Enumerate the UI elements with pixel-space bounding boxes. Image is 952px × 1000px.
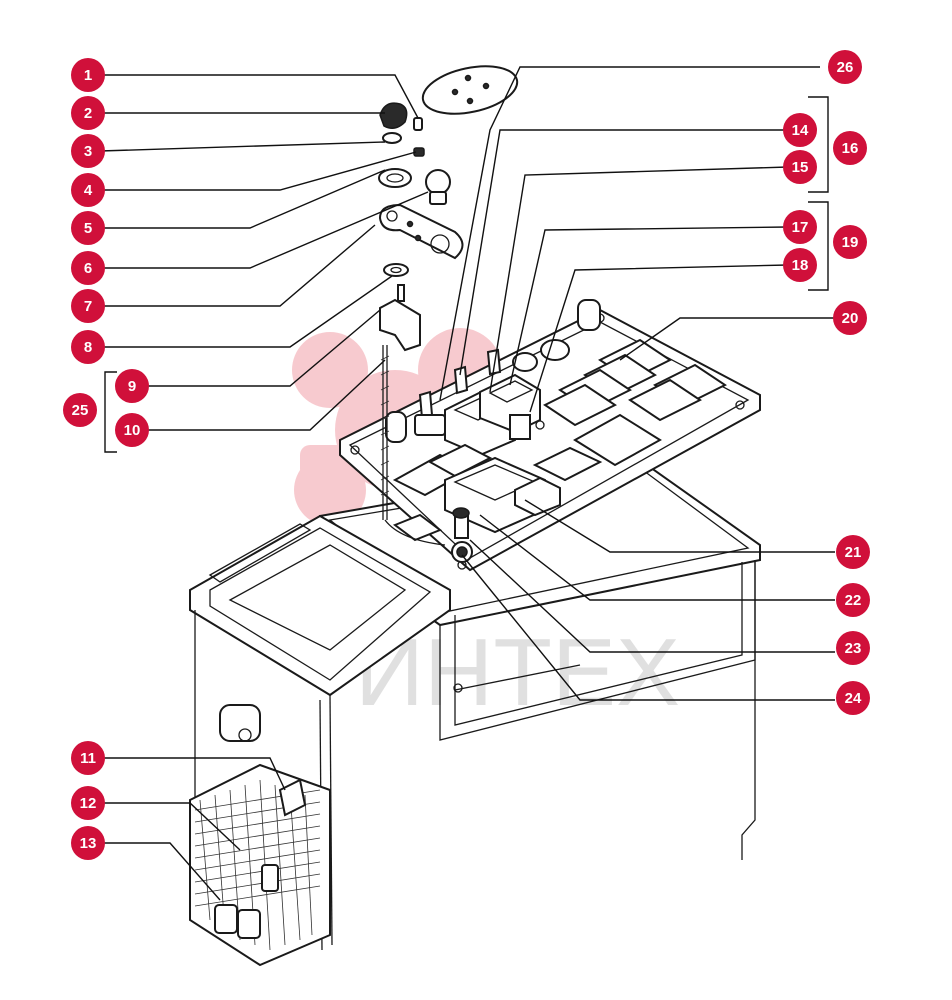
- svg-text:14: 14: [792, 122, 809, 139]
- callout-8: 8: [71, 330, 105, 364]
- callout-25: 25: [63, 393, 97, 427]
- svg-text:5: 5: [84, 220, 92, 237]
- callout-11: 11: [71, 741, 105, 775]
- svg-text:2: 2: [84, 105, 92, 122]
- svg-text:9: 9: [128, 378, 136, 395]
- svg-text:22: 22: [845, 592, 862, 609]
- callout-5: 5: [71, 211, 105, 245]
- svg-text:12: 12: [80, 795, 97, 812]
- callout-2: 2: [71, 96, 105, 130]
- callout-17: 17: [783, 210, 817, 244]
- callouts: 1 2 3 4 5 6 7 8 9 10 11 12 13 14 15 16 1…: [63, 50, 870, 860]
- leader-lines: [99, 66, 835, 901]
- svg-text:20: 20: [842, 310, 859, 327]
- svg-text:24: 24: [845, 690, 862, 707]
- callout-23: 23: [836, 631, 870, 665]
- svg-text:1: 1: [84, 67, 92, 84]
- svg-text:15: 15: [792, 159, 809, 176]
- callout-4: 4: [71, 173, 105, 207]
- svg-text:13: 13: [80, 835, 97, 852]
- svg-text:17: 17: [792, 219, 809, 236]
- svg-text:25: 25: [72, 402, 89, 419]
- callout-7: 7: [71, 289, 105, 323]
- svg-text:11: 11: [80, 750, 96, 767]
- callout-21: 21: [836, 535, 870, 569]
- callout-18: 18: [783, 248, 817, 282]
- fuse-relay-block: [189, 763, 331, 967]
- svg-text:16: 16: [842, 140, 859, 157]
- callout-3: 3: [71, 134, 105, 168]
- callout-19: 19: [833, 225, 867, 259]
- callout-20: 20: [833, 301, 867, 335]
- callout-10: 10: [115, 413, 149, 447]
- svg-text:10: 10: [124, 422, 141, 439]
- callout-22: 22: [836, 583, 870, 617]
- control-panel-plate: [339, 299, 761, 572]
- callout-15: 15: [783, 150, 817, 184]
- svg-text:6: 6: [84, 260, 92, 277]
- callout-12: 12: [71, 786, 105, 820]
- svg-text:19: 19: [842, 234, 859, 251]
- svg-text:3: 3: [84, 143, 92, 160]
- callout-16: 16: [833, 131, 867, 165]
- callout-14: 14: [783, 113, 817, 147]
- svg-text:4: 4: [84, 182, 93, 199]
- svg-text:7: 7: [84, 298, 92, 315]
- svg-text:8: 8: [84, 339, 92, 356]
- svg-text:18: 18: [792, 257, 809, 274]
- callout-24: 24: [836, 681, 870, 715]
- exploded-small-parts: [378, 65, 519, 546]
- callout-26: 26: [828, 50, 862, 84]
- rocker-switch-group: [543, 338, 727, 467]
- svg-text:23: 23: [845, 640, 862, 657]
- callout-6: 6: [71, 251, 105, 285]
- callout-13: 13: [71, 826, 105, 860]
- callout-1: 1: [71, 58, 105, 92]
- svg-text:21: 21: [845, 544, 862, 561]
- svg-text:26: 26: [837, 59, 854, 76]
- callout-9: 9: [115, 369, 149, 403]
